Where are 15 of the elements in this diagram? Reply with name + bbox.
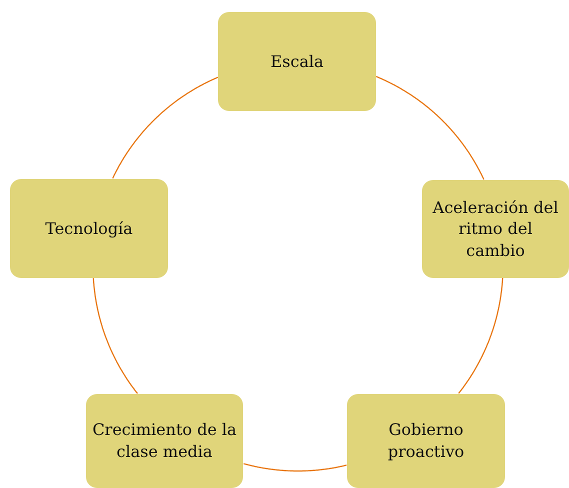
- connector-arc: [243, 463, 347, 472]
- process-box: [422, 180, 569, 278]
- connector-arc: [376, 76, 484, 180]
- process-box: [347, 394, 505, 488]
- box-label: Aceleración del ritmo del cambio: [432, 196, 560, 262]
- process-box: [10, 179, 168, 278]
- box-label: Tecnología: [45, 218, 133, 240]
- box-label: Crecimiento de la clase media: [92, 419, 237, 463]
- box-label: Gobierno proactivo: [386, 419, 466, 463]
- connector-arc: [112, 76, 218, 179]
- process-box: [86, 394, 243, 488]
- connector-arc: [92, 278, 138, 394]
- connector-arc: [458, 278, 504, 394]
- process-box: [218, 12, 376, 111]
- box-label: Escala: [270, 50, 324, 72]
